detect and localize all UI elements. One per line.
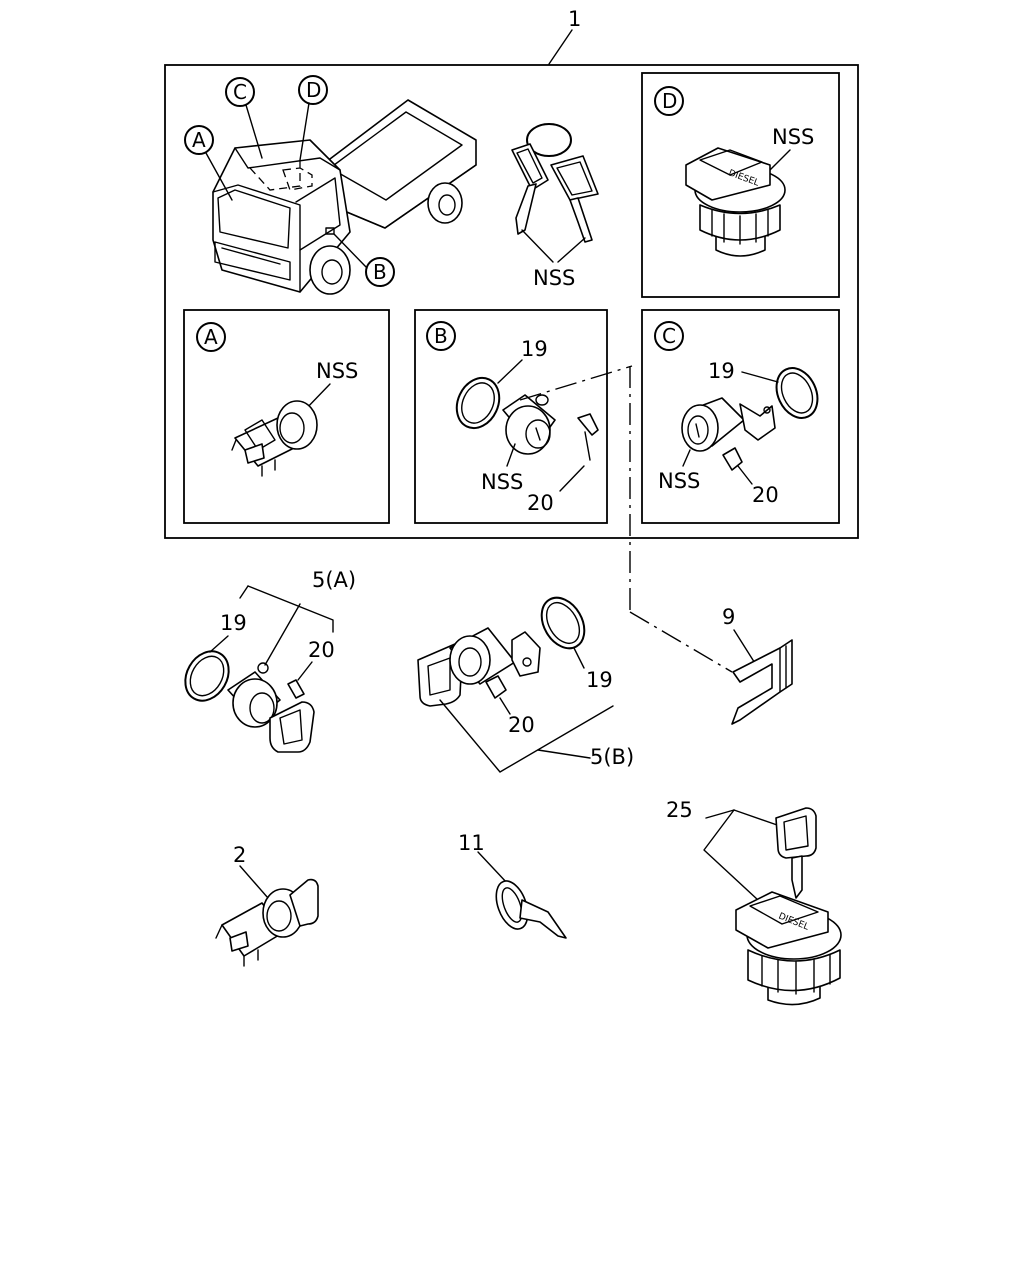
callout-a-truck: A (184, 125, 233, 201)
label-b-nss: NSS (481, 470, 523, 494)
svg-text:A: A (192, 128, 206, 152)
ring-seal-c (775, 367, 819, 419)
label-25: 25 (666, 798, 693, 822)
callout-b: B (426, 321, 456, 351)
callout-d-truck: D (298, 75, 328, 161)
key-part-25-illustration (775, 807, 817, 899)
truck-illustration (212, 99, 477, 295)
label-5a-19: 19 (220, 611, 247, 635)
detail-box-b (414, 309, 608, 524)
ring-seal-b (455, 376, 501, 430)
svg-text:D: D (662, 89, 677, 113)
callout-c: C (654, 321, 684, 351)
label-5a-20: 20 (308, 638, 335, 662)
svg-text:B: B (434, 324, 448, 348)
label-5b-20: 20 (508, 713, 535, 737)
label-5a: 5(A) (312, 568, 356, 592)
lock-set-5b-illustration (417, 627, 541, 707)
callout-a: A (196, 322, 226, 352)
fuel-cap-illustration-d: DIESEL (685, 147, 786, 257)
svg-text:D: D (306, 78, 321, 102)
retainer-part-9-illustration (731, 639, 793, 725)
detail-box-a (183, 309, 390, 524)
label-5b-19: 19 (586, 668, 613, 692)
label-c-nss: NSS (658, 469, 700, 493)
clip-part-20-b (577, 413, 599, 461)
assembly-box (164, 64, 859, 539)
label-b-20: 20 (527, 491, 554, 515)
svg-text:C: C (662, 324, 676, 348)
label-assembly-1: 1 (568, 7, 581, 31)
label-c-19: 19 (708, 359, 735, 383)
key-part-11-illustration (495, 880, 567, 939)
lock-set-5a-illustration (227, 662, 315, 753)
detail-box-c (641, 309, 840, 524)
label-5b: 5(B) (590, 745, 634, 769)
door-lock-illustration-b (502, 394, 556, 455)
ignition-lock-illustration-a (231, 400, 318, 477)
label-keys-nss: NSS (533, 266, 575, 290)
label-2: 2 (233, 843, 246, 867)
ring-seal-5b (540, 596, 586, 650)
door-lock-illustration-c (681, 397, 776, 452)
label-c-20: 20 (752, 483, 779, 507)
ring-seal-5a (184, 650, 230, 702)
label-11: 11 (458, 831, 485, 855)
label-b-19: 19 (521, 337, 548, 361)
detail-box-d (641, 72, 840, 298)
svg-text:A: A (204, 325, 218, 349)
svg-text:C: C (233, 80, 247, 104)
clip-part-20-c (722, 447, 743, 471)
callout-c-truck: C (225, 77, 263, 159)
ignition-lock-part-2-illustration (215, 878, 319, 967)
label-a-nss: NSS (316, 359, 358, 383)
callout-b-truck: B (333, 233, 395, 287)
key-set-illustration (511, 123, 599, 243)
fuel-cap-part-25-illustration: DIESEL (735, 891, 842, 1006)
label-d-nss: NSS (772, 125, 814, 149)
label-9: 9 (722, 605, 735, 629)
callout-d: D (654, 86, 684, 116)
svg-text:B: B (373, 260, 387, 284)
